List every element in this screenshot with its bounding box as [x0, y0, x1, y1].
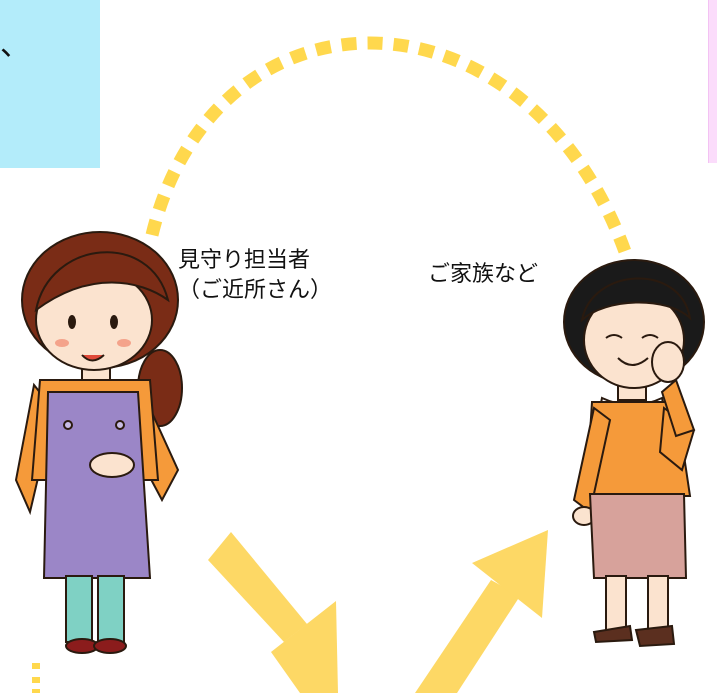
- family-label: ご家族など: [428, 262, 539, 287]
- info-box-left: 、: [0, 0, 100, 168]
- caretaker-label-line1: 見守り担当者: [178, 248, 311, 273]
- info-box-right: [708, 0, 717, 163]
- caretaker-label-line2: （ご近所さん）: [178, 278, 333, 303]
- down-arrow: [208, 532, 338, 693]
- up-arrow: [415, 530, 548, 693]
- info-box-left-text: 、: [0, 28, 30, 63]
- caretaker-woman-illustration: [14, 231, 183, 654]
- caretaker-label: 見守り担当者 （ご近所さん）: [178, 246, 332, 306]
- family-woman-illustration: [563, 259, 705, 648]
- dotted-arc-connector: [145, 36, 635, 263]
- left-edge-dashes: [32, 663, 40, 693]
